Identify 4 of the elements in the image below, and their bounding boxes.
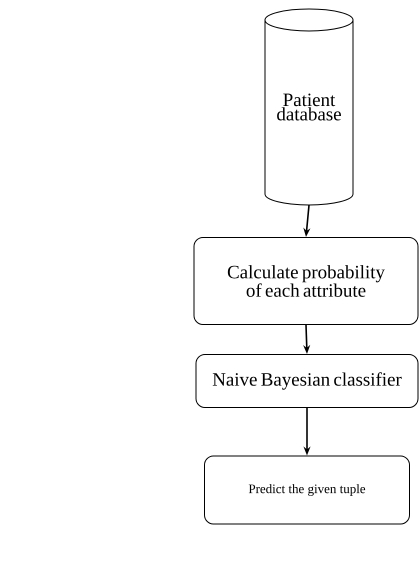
process-box: Predict the given tuple xyxy=(204,456,410,524)
process-box: Naive Bayesian classifier xyxy=(196,354,418,408)
process-box: Calculate probability of each attribute xyxy=(194,237,418,325)
database-cylinder: Patient database xyxy=(264,8,354,206)
